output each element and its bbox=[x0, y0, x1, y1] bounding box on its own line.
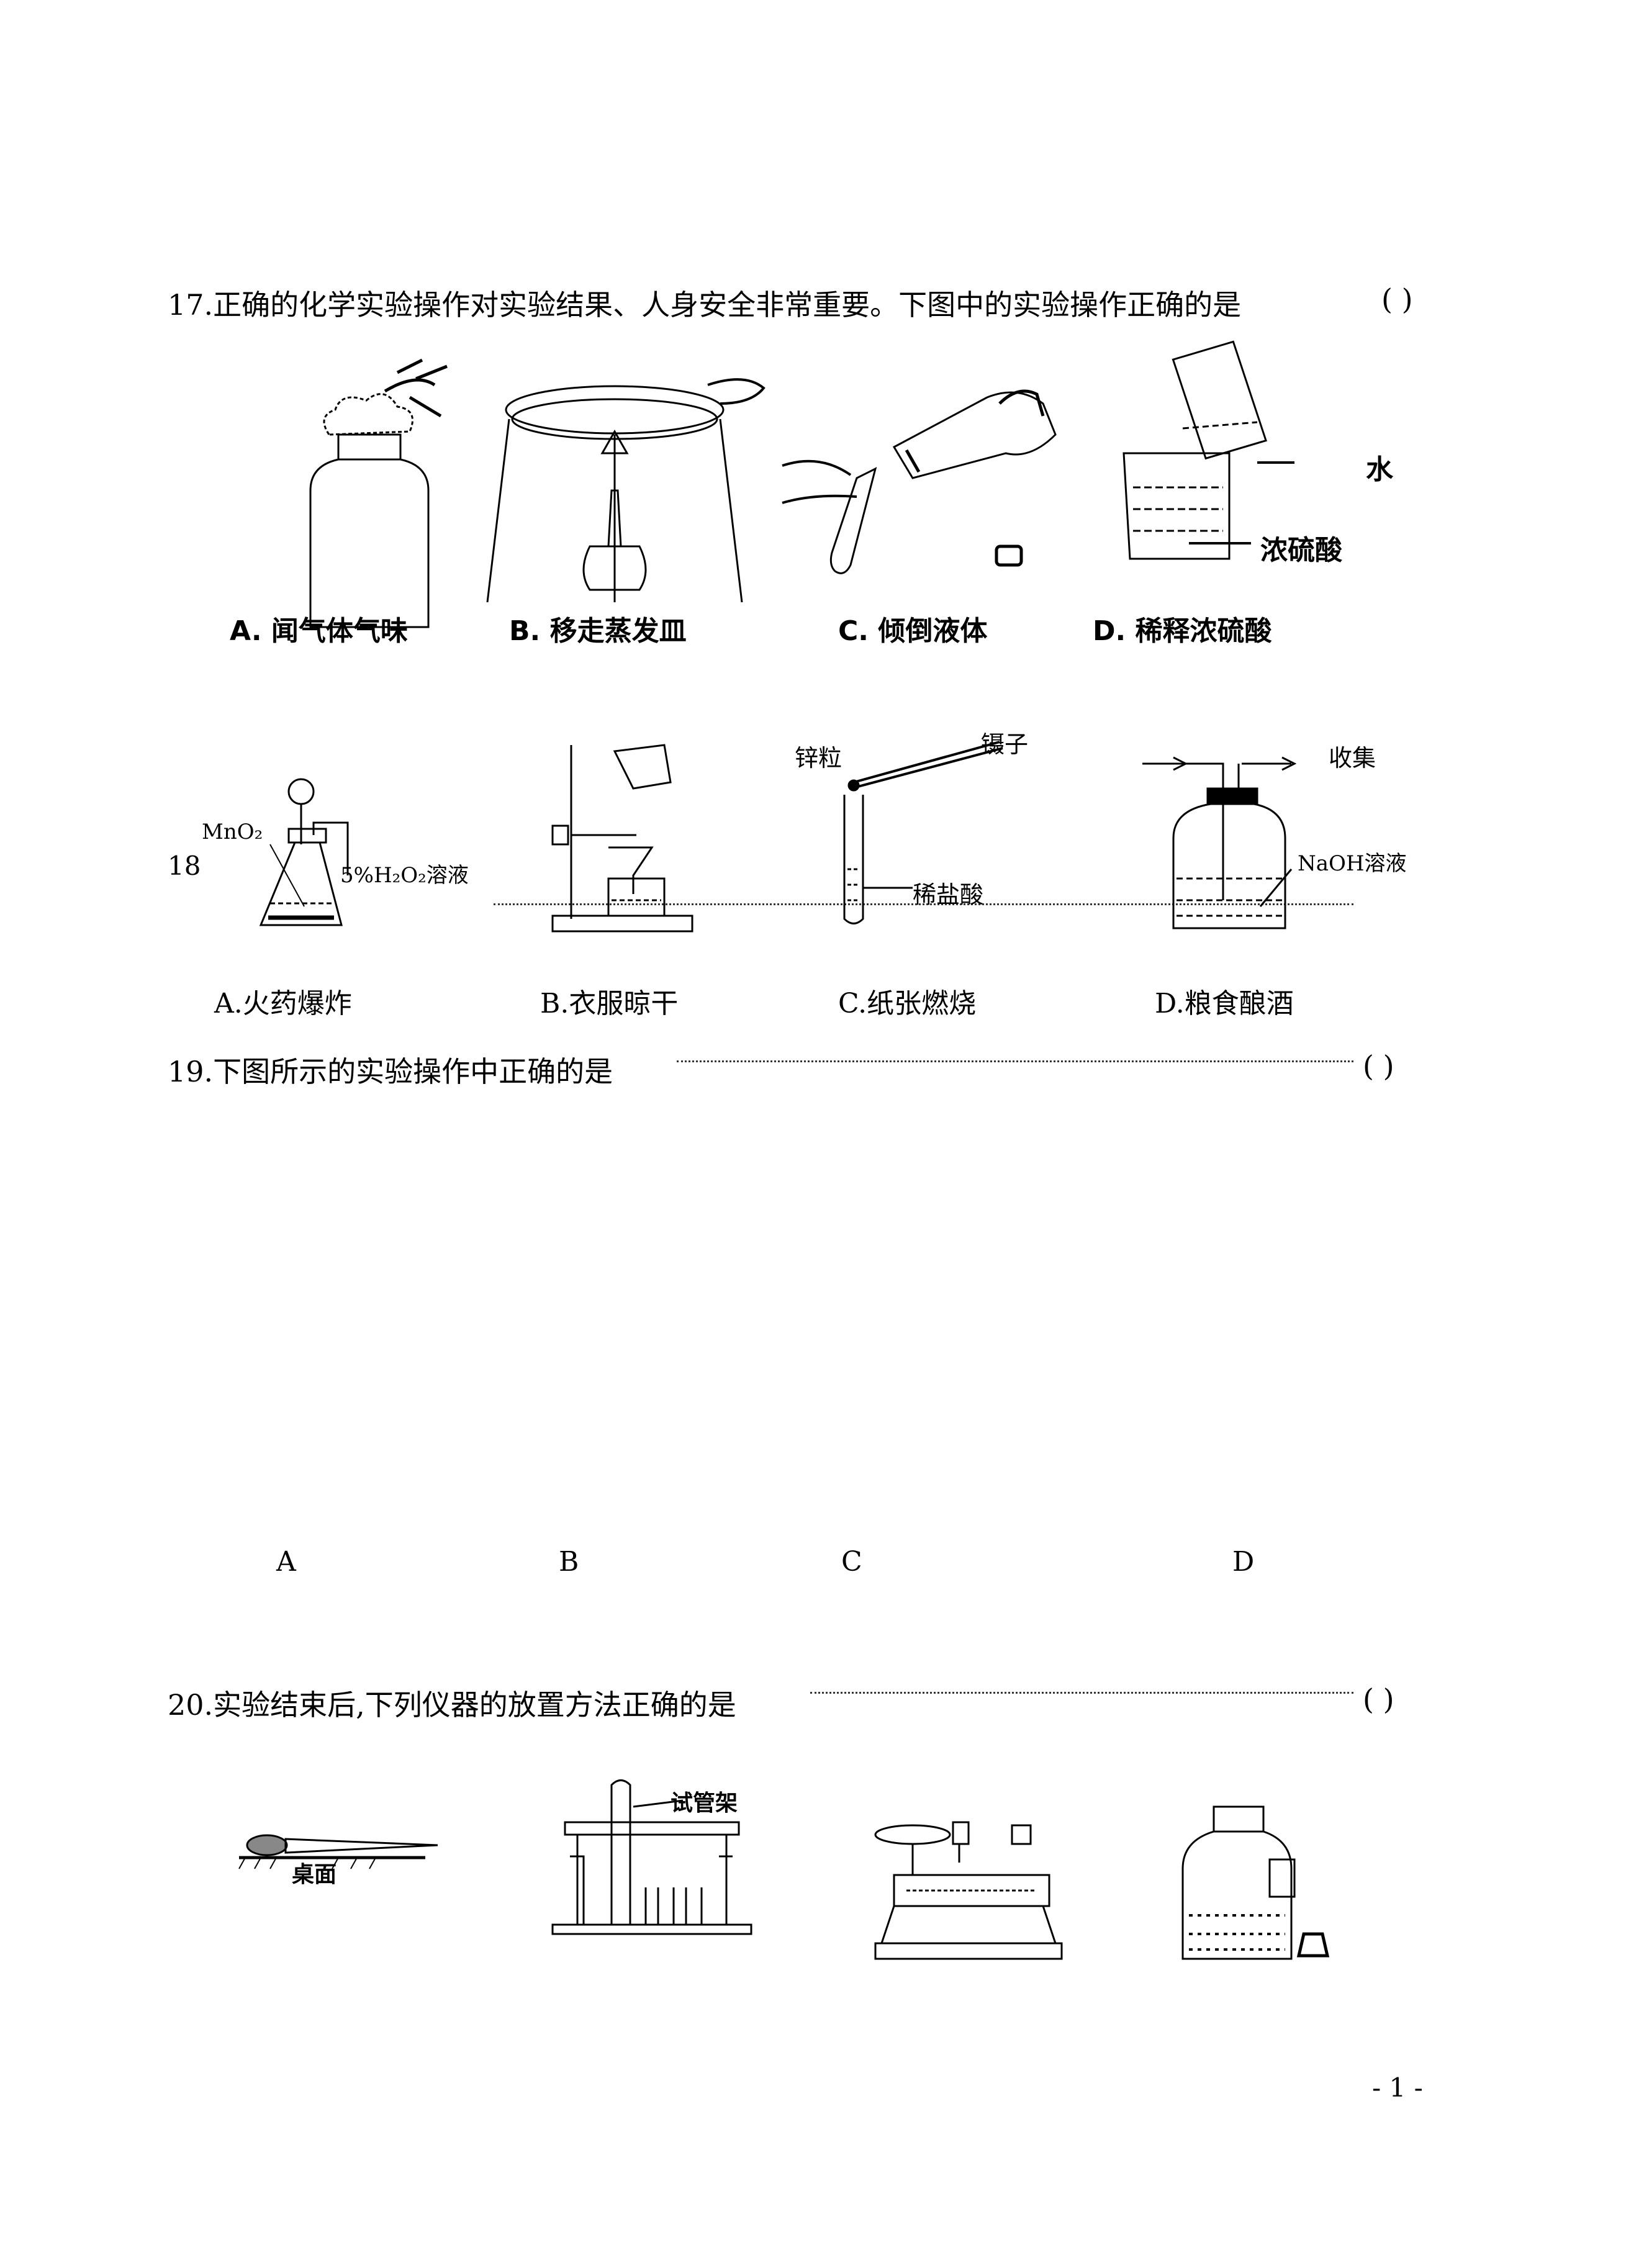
q18-figure-test-tube bbox=[826, 745, 1024, 931]
q18-label-hcl: 稀盐酸 bbox=[913, 881, 984, 908]
q18-dotted-line bbox=[494, 903, 1353, 905]
q17-label-water: 水 bbox=[1366, 454, 1393, 486]
q17-answer-parens: ( ) bbox=[1381, 282, 1413, 316]
q17-figure-evaporating-dish bbox=[484, 360, 770, 608]
q20-figure-balance bbox=[869, 1819, 1068, 1962]
q20-figure-test-tube-rack bbox=[553, 1776, 751, 1937]
q19-option-d: D bbox=[1232, 1546, 1255, 1578]
q19-option-a: A bbox=[276, 1546, 296, 1578]
q19-answer-parens: ( ) bbox=[1363, 1049, 1394, 1083]
q18-option-d: D.粮食酿酒 bbox=[1155, 988, 1294, 1019]
q17-caption-c: C. 倾倒液体 bbox=[838, 615, 988, 647]
q18-option-c: C.纸张燃烧 bbox=[838, 988, 977, 1019]
q17-figure-pouring-liquid bbox=[782, 360, 1068, 584]
q18-figure-flask bbox=[261, 776, 397, 937]
q17-caption-b: B. 移走蒸发皿 bbox=[509, 615, 687, 647]
q18-figure-gas-bottle bbox=[1142, 751, 1304, 937]
q18-figure-filtration bbox=[546, 745, 695, 937]
q20-figure-reagent-bottle bbox=[1180, 1807, 1329, 1968]
q19-text: 19.下图所示的实验操作中正确的是 bbox=[168, 1055, 613, 1088]
page-number: - 1 - bbox=[1372, 2072, 1423, 2103]
q18-option-b: B.衣服晾干 bbox=[540, 988, 679, 1019]
q17-label-conc-acid: 浓硫酸 bbox=[1260, 535, 1342, 566]
q17-figure-dilute-acid bbox=[1118, 348, 1341, 559]
q17-figure-smell-gas bbox=[292, 348, 453, 633]
q18-number-fragment: 18 bbox=[168, 851, 201, 881]
q18-pointer-mno2 bbox=[267, 844, 317, 913]
q17-text: 17.正确的化学实验操作对实验结果、人身安全非常重要。下图中的实验操作正确的是 bbox=[168, 288, 1242, 322]
q18-label-zinc: 锌粒 bbox=[795, 744, 842, 772]
q18-label-tweezers: 镊子 bbox=[981, 731, 1029, 758]
q20-label-desk: 桌面 bbox=[292, 1862, 337, 1887]
q20-dotted-line bbox=[810, 1692, 1353, 1694]
q18-label-mno2: MnO₂ bbox=[202, 820, 263, 844]
q17-caption-d: D. 稀释浓硫酸 bbox=[1093, 615, 1272, 647]
q18-label-h2o2: 5%H₂O₂溶液 bbox=[340, 863, 469, 888]
q18-option-a: A.火药爆炸 bbox=[214, 988, 352, 1019]
q20-text: 20.实验结束后,下列仪器的放置方法正确的是 bbox=[168, 1688, 736, 1722]
q19-dotted-line bbox=[677, 1060, 1353, 1062]
q19-option-b: B bbox=[559, 1546, 579, 1578]
q19-option-c: C bbox=[841, 1546, 862, 1578]
q18-label-naoh: NaOH溶液 bbox=[1298, 851, 1407, 876]
q20-answer-parens: ( ) bbox=[1363, 1683, 1394, 1716]
q20-label-rack: 试管架 bbox=[671, 1791, 738, 1816]
q18-label-collect: 收集 bbox=[1329, 744, 1376, 772]
q20-figure-dropper bbox=[239, 1832, 444, 1881]
q17-caption-a: A. 闻气体气味 bbox=[230, 615, 408, 647]
